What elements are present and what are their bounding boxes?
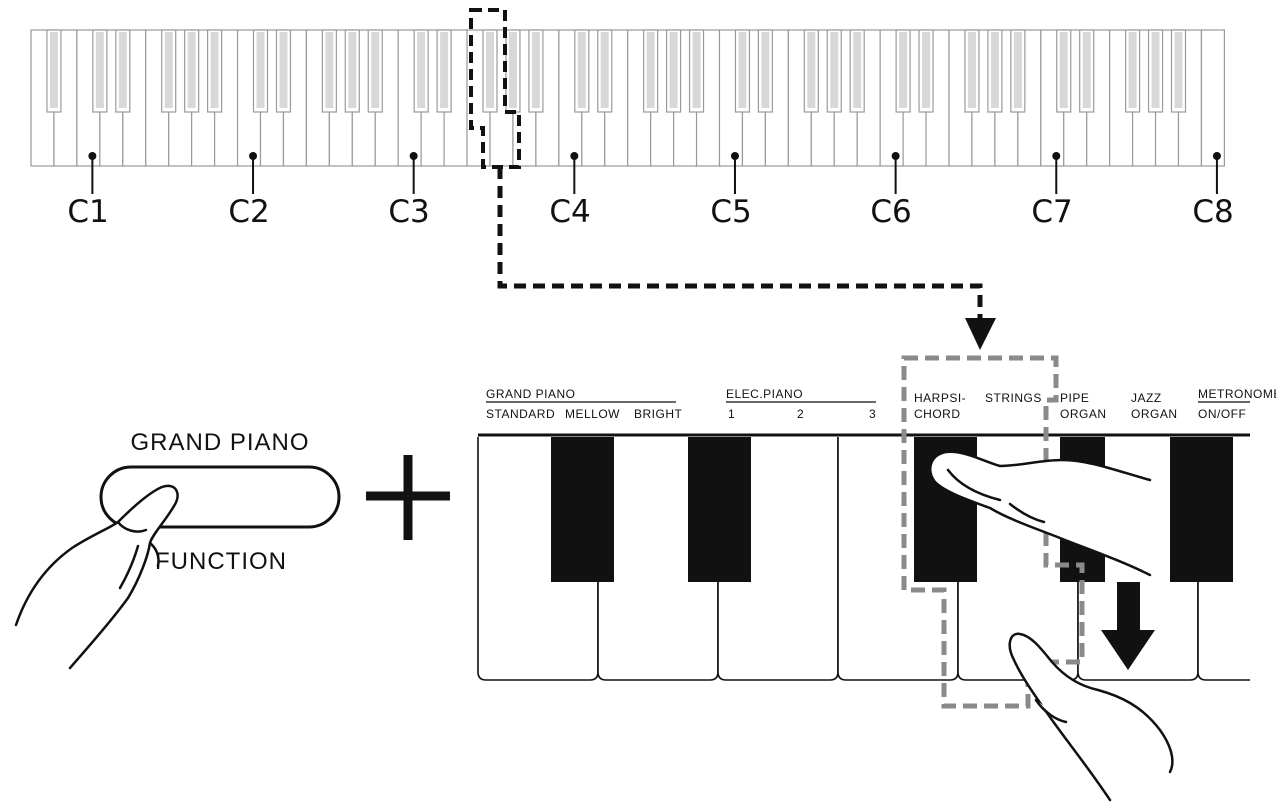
tone-label-strings: STRINGS <box>985 391 1042 405</box>
overview-black-key-shade <box>49 32 58 108</box>
overview-black-key-shade <box>440 32 449 108</box>
tone-label-bright: BRIGHT <box>634 407 683 421</box>
detail-black-key[interactable] <box>551 437 614 582</box>
overview-black-key-shade <box>922 32 931 108</box>
detail-black-key[interactable] <box>688 437 751 582</box>
tone-label-elec-3: 3 <box>869 407 876 421</box>
overview-black-key-shade <box>256 32 265 108</box>
overview-black-key-shade <box>990 32 999 108</box>
tone-label-pipe-organ-2: ORGAN <box>1060 407 1107 421</box>
tone-label-metronome-2: ON/OFF <box>1198 407 1246 421</box>
overview-black-key-shade <box>899 32 908 108</box>
octave-labels: C1 C2 C3 C4 C5 C6 C7 C8 <box>67 194 1233 230</box>
group-label-grand-piano: GRAND PIANO <box>486 387 576 401</box>
overview-black-key-shade <box>830 32 839 108</box>
overview-black-key-shade <box>669 32 678 108</box>
tone-label-harpsichord-1: HARPSI- <box>914 391 966 405</box>
group-label-elec-piano: ELEC.PIANO <box>726 387 803 401</box>
overview-black-key-shade <box>1013 32 1022 108</box>
overview-black-key-shade <box>417 32 426 108</box>
function-label: FUNCTION <box>155 548 287 575</box>
overview-black-key-shade <box>531 32 540 108</box>
pointing-hand-icon <box>929 450 1152 577</box>
overview-black-key-shade <box>853 32 862 108</box>
overview-black-key-shade <box>761 32 770 108</box>
overview-black-key-shade <box>1082 32 1091 108</box>
tone-label-pipe-organ-1: PIPE <box>1060 391 1089 405</box>
overview-black-key-shade <box>118 32 127 108</box>
octave-label-c6: C6 <box>870 194 911 230</box>
overview-white-key <box>1200 29 1225 167</box>
overview-black-key-shade <box>95 32 104 108</box>
octave-label-c2: C2 <box>228 194 269 230</box>
overview-black-key-shade <box>1059 32 1068 108</box>
tone-label-harpsichord-2: CHORD <box>914 407 961 421</box>
highlight-dashed-box <box>901 355 1085 709</box>
octave-label-c8: C8 <box>1192 194 1233 230</box>
tone-label-jazz-organ-2: ORGAN <box>1131 407 1178 421</box>
overview-black-key-shade <box>348 32 357 108</box>
overview-black-key-shade <box>325 32 334 108</box>
overview-black-key-shade <box>371 32 380 108</box>
pointing-hand-icon <box>1008 632 1174 802</box>
tone-label-metronome-1: METRONOME <box>1198 387 1276 401</box>
octave-label-c3: C3 <box>388 194 429 230</box>
overview-black-key-shade <box>164 32 173 108</box>
overview-black-key-shade <box>508 32 517 108</box>
octave-label-c1: C1 <box>67 194 108 230</box>
octave-label-c5: C5 <box>710 194 751 230</box>
overview-black-key-shade <box>577 32 586 108</box>
detail-black-key[interactable] <box>1170 437 1233 582</box>
overview-black-key-shade <box>279 32 288 108</box>
plus-sign <box>366 455 450 540</box>
grand-piano-label: GRAND PIANO <box>130 429 309 456</box>
down-arrow-icon <box>1101 582 1155 670</box>
overview-black-key-shade <box>1128 32 1137 108</box>
detail-keyboard: GRAND PIANO STANDARD MELLOW BRIGHT ELEC.… <box>477 387 1276 681</box>
overview-black-key-shade <box>738 32 747 108</box>
overview-black-key-shade <box>486 32 494 108</box>
overview-black-key-shade <box>807 32 816 108</box>
overview-black-key-shade <box>1174 32 1183 108</box>
tone-label-standard: STANDARD <box>486 407 555 421</box>
tone-label-jazz-organ-1: JAZZ <box>1131 391 1162 405</box>
overview-black-key-shade <box>600 32 609 108</box>
octave-label-c4: C4 <box>549 194 590 230</box>
tone-label-mellow: MELLOW <box>565 407 620 421</box>
tone-label-elec-1: 1 <box>728 407 735 421</box>
overview-black-key-shade <box>1151 32 1160 108</box>
overview-black-key-shade <box>187 32 196 108</box>
tone-label-elec-2: 2 <box>797 407 804 421</box>
overview-black-key-shade <box>646 32 655 108</box>
octave-label-c7: C7 <box>1031 194 1072 230</box>
overview-keyboard <box>30 29 1225 194</box>
overview-black-key-shade <box>692 32 701 108</box>
overview-black-key-shade <box>967 32 976 108</box>
overview-black-key-shade <box>210 32 219 108</box>
dashed-callout-arrow-icon <box>469 8 996 350</box>
pointing-hand-icon <box>14 484 179 670</box>
